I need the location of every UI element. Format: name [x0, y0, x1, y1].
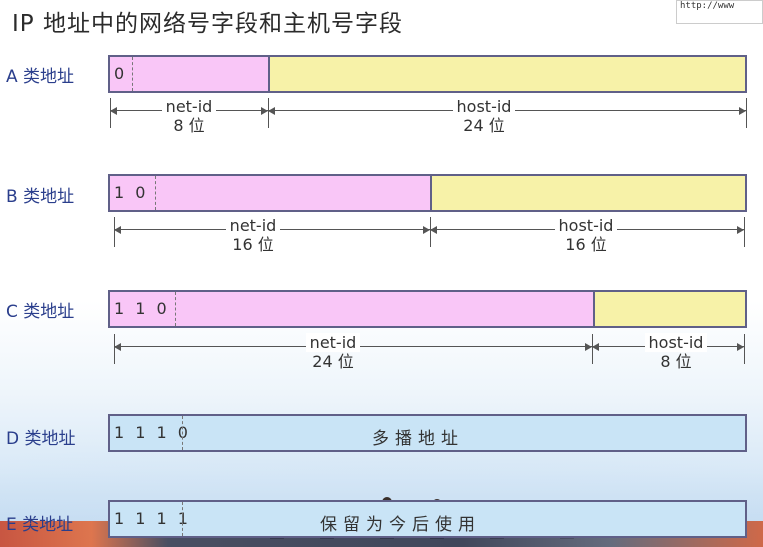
class-d-field: 1 1 1 0 多播地址 — [110, 416, 745, 450]
class-b-net-bits: 16 位 — [232, 235, 274, 254]
class-b-host-bits: 16 位 — [565, 235, 607, 254]
class-e-field: 1 1 1 1 保留为今后使用 — [110, 502, 745, 536]
class-e-description: 保留为今后使用 — [320, 515, 481, 535]
class-a-net-name: net-id — [161, 97, 217, 116]
class-b-net-field: 1 0 — [110, 176, 430, 210]
class-c-net-field: 1 1 0 — [110, 292, 593, 326]
prefix-divider — [155, 176, 156, 210]
class-a-host-name: host-id — [452, 97, 516, 116]
class-c-bar: 1 1 0 — [108, 290, 747, 328]
class-d-prefix: 1 1 1 0 — [114, 423, 191, 442]
class-b-bar: 1 0 — [108, 174, 747, 212]
class-b-net-name: net-id — [225, 216, 281, 235]
class-a-host-field — [268, 57, 745, 91]
class-b-host-field — [430, 176, 745, 210]
class-c-net-bits: 24 位 — [312, 352, 354, 371]
class-c-host-bits: 8 位 — [660, 352, 692, 371]
class-a-bar: 0 — [108, 55, 747, 93]
class-e-label: E 类地址 — [6, 515, 74, 535]
class-c-host-field — [593, 292, 745, 326]
prefix-divider — [132, 57, 133, 91]
class-d-bar: 1 1 1 0 多播地址 — [108, 414, 747, 452]
class-a-prefix: 0 — [114, 64, 128, 83]
class-b-prefix: 1 0 — [114, 183, 149, 202]
page-title: IP 地址中的网络号字段和主机号字段 — [12, 11, 403, 37]
prefix-divider — [182, 416, 183, 450]
class-b-label: B 类地址 — [6, 187, 75, 207]
class-d-label: D 类地址 — [6, 429, 76, 449]
class-a-host-bits: 24 位 — [463, 116, 505, 135]
prefix-divider — [175, 292, 176, 326]
class-c-label: C 类地址 — [6, 302, 75, 322]
class-a-net-bits: 8 位 — [173, 116, 205, 135]
class-e-bar: 1 1 1 1 保留为今后使用 — [108, 500, 747, 538]
class-c-net-name: net-id — [305, 333, 361, 352]
url-watermark: http://www — [676, 0, 763, 24]
class-d-description: 多播地址 — [372, 429, 464, 449]
class-c-prefix: 1 1 0 — [114, 299, 170, 318]
class-c-host-name: host-id — [644, 333, 708, 352]
class-b-host-name: host-id — [554, 216, 618, 235]
class-a-net-field: 0 — [110, 57, 268, 91]
prefix-divider — [182, 502, 183, 536]
class-a-label: A 类地址 — [6, 67, 75, 87]
class-e-prefix: 1 1 1 1 — [114, 509, 191, 528]
